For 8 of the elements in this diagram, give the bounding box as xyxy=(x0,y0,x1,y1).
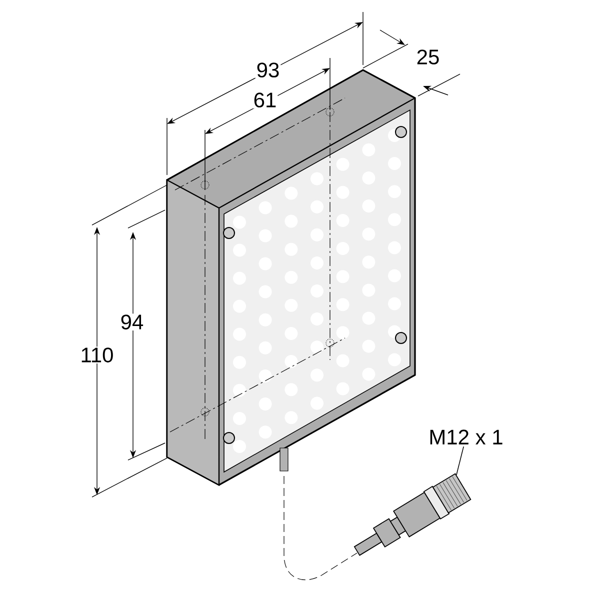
callout-text: M12 x 1 xyxy=(430,430,502,444)
dimension-label: 93 xyxy=(255,62,281,78)
dimension-label: 61 xyxy=(252,92,278,108)
dimension-label: 25 xyxy=(415,48,441,66)
dimension-label: 110 xyxy=(79,346,115,364)
leader-line xyxy=(456,446,464,476)
connector-thread xyxy=(432,473,472,514)
dimension-label: 94 xyxy=(119,314,145,330)
